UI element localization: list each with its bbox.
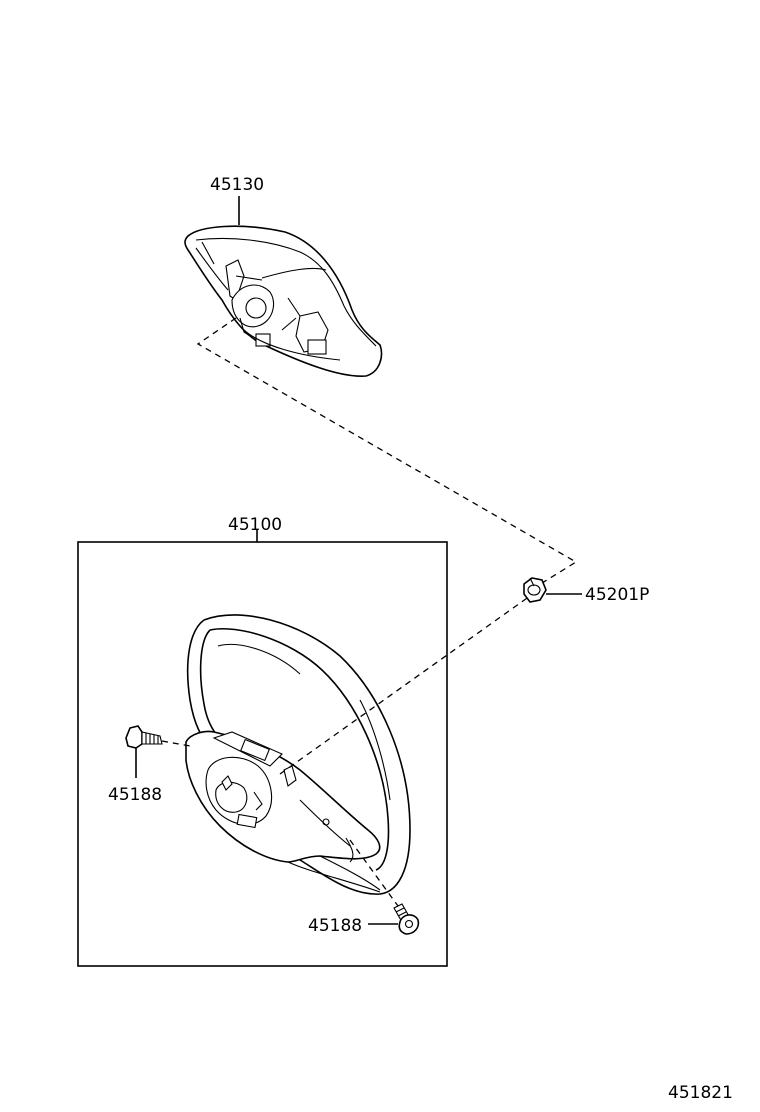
steering-wheel-part (185, 614, 411, 895)
nut-part-number: 45201P (585, 585, 649, 605)
left-bolt-part (125, 725, 163, 778)
figure-code: 451821 (668, 1083, 733, 1103)
right-bolt-part-number: 45188 (308, 916, 362, 936)
horn-pad-part (184, 196, 383, 377)
right-bolt-part (368, 903, 420, 935)
pad-guide-line (196, 317, 578, 589)
left-bolt-guide-line (161, 740, 191, 747)
wheel-assembly-part-number: 45100 (228, 515, 282, 535)
nut-part (523, 577, 582, 603)
pad-part-number: 45130 (210, 175, 264, 195)
assembly-frame (77, 541, 448, 967)
left-bolt-part-number: 45188 (108, 785, 162, 805)
right-bolt-guide-line (349, 839, 399, 907)
hub-guide-line (279, 595, 531, 775)
